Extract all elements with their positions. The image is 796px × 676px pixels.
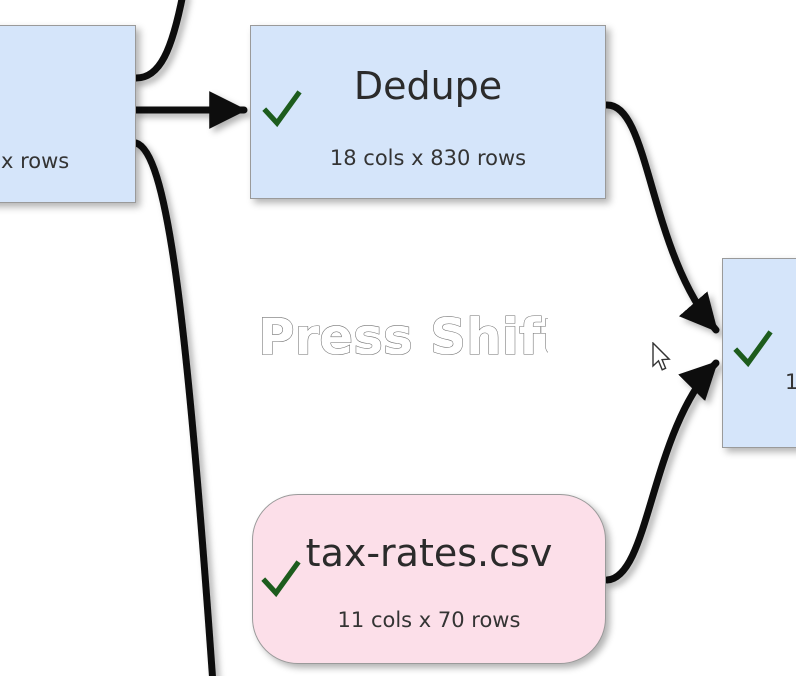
tax-rates-csv-node-title: tax-rates.csv (305, 531, 553, 575)
press-shift-hint-label: Press Shift (258, 308, 548, 366)
tax-rates-csv-node[interactable]: tax-rates.csv 11 cols x 70 rows (252, 494, 606, 664)
tax-rates-csv-node-subtitle: 11 cols x 70 rows (337, 608, 521, 632)
dedupe-node-title: Dedupe (353, 64, 503, 108)
downstream-node[interactable]: 1 (722, 258, 796, 448)
edge-dedupe-to-downstream[interactable] (602, 101, 720, 334)
dedupe-status-check-icon (260, 88, 304, 132)
tax-rates-status-check-icon (259, 558, 303, 602)
dedupe-node-subtitle: 18 cols x 830 rows (329, 146, 527, 170)
edge-upstream-to-offscreen-bottom[interactable] (132, 139, 216, 676)
dedupe-node[interactable]: Dedupe 18 cols x 830 rows (250, 25, 606, 199)
downstream-status-check-icon (731, 328, 775, 372)
edge-tax-rates-to-downstream[interactable] (603, 359, 720, 584)
downstream-node-subtitle: 1 (785, 370, 796, 394)
press-shift-hint: Press Shift (258, 306, 548, 368)
edge-upstream-to-offscreen-top[interactable] (132, 0, 186, 82)
upstream-node[interactable]: x rows (0, 25, 136, 203)
upstream-node-subtitle: x rows (1, 149, 70, 173)
